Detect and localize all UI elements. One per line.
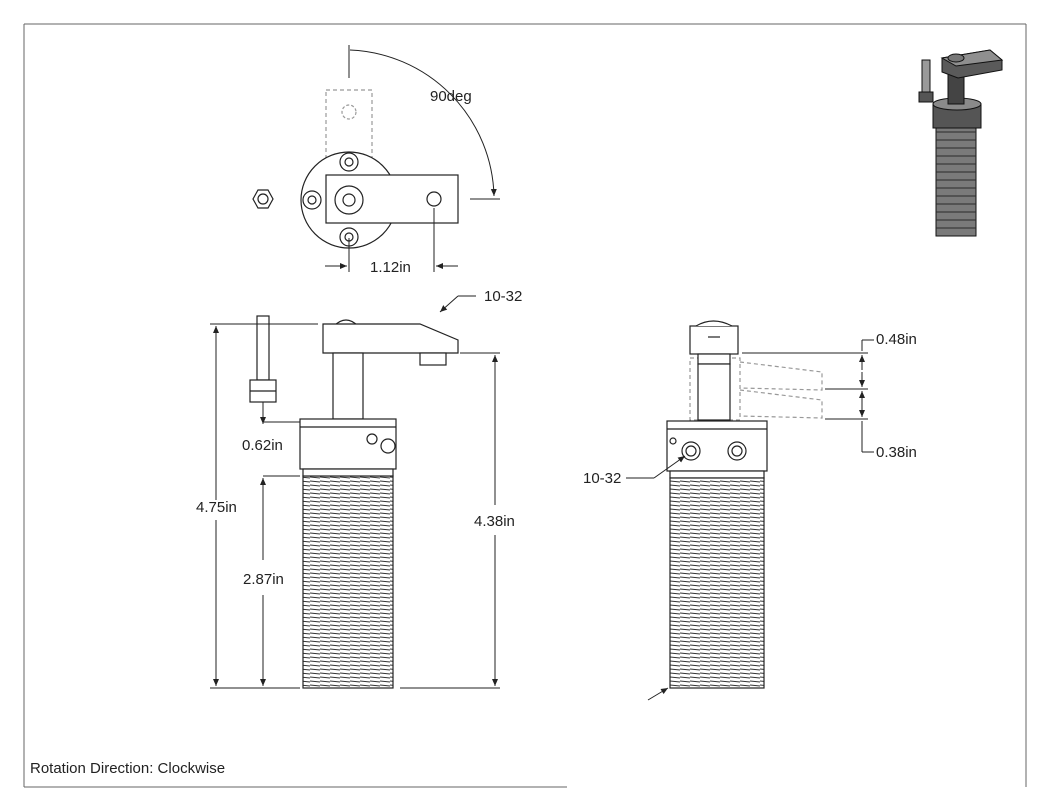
threaded-body [302,475,394,689]
clamp-height-label: 4.38in [474,513,515,530]
side-view [666,320,823,689]
plunger-rod [332,352,364,420]
rotation-angle-label: 90deg [430,88,472,105]
front-view [249,315,459,689]
body-height-label: 2.87in [243,571,284,588]
stroke-lower-label: 0.38in [876,444,917,461]
sheet-border [23,23,1027,788]
threaded-body-side [669,477,765,689]
arm-length-label: 1.12in [370,259,411,276]
side-view-dimensions [626,339,874,701]
front-view-dimensions [210,295,500,689]
rotation-direction-caption: Rotation Direction: Clockwise [30,760,226,777]
stroke-upper-label: 0.48in [876,331,917,348]
clamp-arm-front [322,323,459,354]
plunger-rod-side [697,363,731,421]
thread-callout-top: 10-32 [484,288,522,305]
bolt-shank [256,315,270,381]
port-thread-label: 10-32 [583,470,621,487]
phantom-hole [341,104,357,120]
plunger-cap-side [689,325,739,355]
rotated-arm-phantom [325,89,373,223]
overall-height-label: 4.75in [196,499,237,516]
top-view [252,89,459,249]
flange-height-label: 0.62in [242,437,283,454]
isometric-view [918,49,1004,237]
top-view-dimensions [325,45,500,272]
